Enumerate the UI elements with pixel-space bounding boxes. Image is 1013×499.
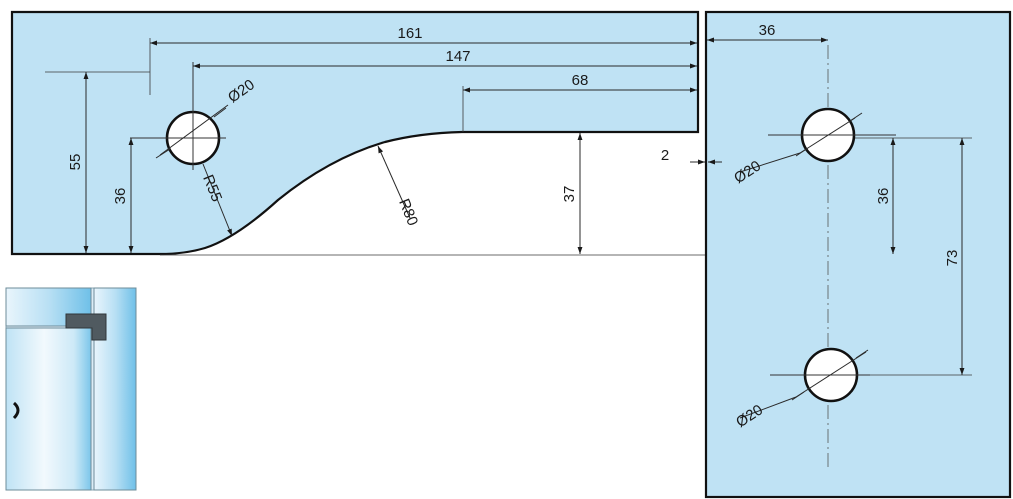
illustration-door (5, 327, 92, 491)
dim-161-label: 161 (397, 25, 422, 42)
right-plate (704, 10, 1012, 499)
dim-gap: 2 (661, 147, 722, 165)
illustration-hinge (65, 313, 107, 341)
dim-73: 73 (855, 138, 972, 376)
dim-55: 55 (45, 71, 150, 253)
left-plate-outline (10, 10, 700, 256)
dim-r80: R80 (377, 145, 421, 228)
right-bottom-dia-leader (795, 351, 867, 398)
right-bottom-tick1 (791, 391, 805, 401)
dim-37-label: 37 (561, 186, 578, 203)
right-top-tick1 (795, 147, 809, 157)
dim-36-left-label: 36 (112, 188, 129, 205)
dim-dia-left-tick2 (213, 107, 227, 118)
right-bottom-tick2 (855, 349, 869, 359)
dim-147-label: 147 (445, 48, 470, 65)
dim-147: 147 (193, 48, 697, 69)
dim-36-left: 36 (112, 138, 134, 253)
dim-dia-left-tick1 (155, 148, 171, 159)
dim-36-top-label: 36 (759, 22, 776, 39)
dim-r80-leader (377, 145, 411, 219)
left-hole (130, 62, 226, 170)
dim-36-right: 36 (875, 138, 896, 254)
dim-r55-leader (202, 163, 233, 237)
dim-68: 68 (462, 72, 697, 132)
right-top-tick2 (849, 112, 863, 122)
dim-68-label: 68 (572, 72, 589, 89)
dim-36-right-label: 36 (875, 188, 892, 205)
dim-37: 37 (561, 133, 583, 254)
dim-dia-left-leader (159, 104, 229, 156)
dim-r80-label: R80 (395, 196, 421, 228)
dim-161: 161 (149, 25, 697, 95)
right-bottom-dia-leader-ext (739, 396, 797, 419)
dim-36-top: 36 (707, 22, 828, 43)
illustration-handle (12, 401, 20, 420)
dim-55-label: 55 (67, 154, 84, 171)
glass-door-corner-hinge-icon (5, 287, 137, 491)
right-top-dia-leader-ext (739, 152, 801, 173)
dim-gap-label: 2 (661, 147, 669, 164)
dim-73-label: 73 (944, 250, 961, 267)
right-top-dia-leader (799, 117, 856, 154)
